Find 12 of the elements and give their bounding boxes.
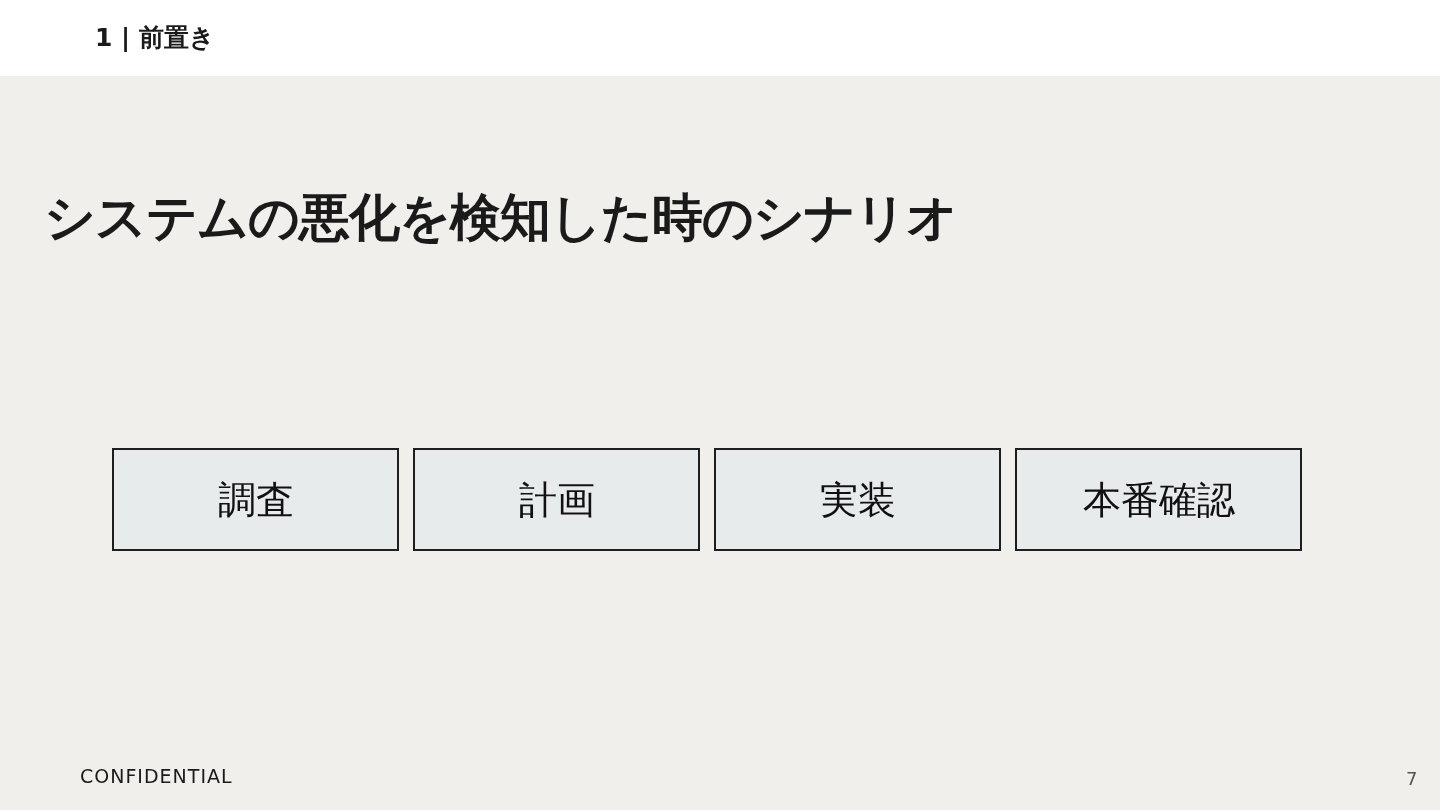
step-label: 実装 — [819, 480, 896, 519]
process-box — [112, 448, 399, 551]
confidential-note: CONFIDENTIAL — [80, 767, 233, 786]
page-number: 7 — [1406, 770, 1418, 788]
step-label: 本番確認 — [1082, 480, 1235, 519]
step-label: 計画 — [518, 480, 595, 519]
section-heading: 1 | 前置き — [95, 25, 215, 50]
process-box — [714, 448, 1001, 551]
slide-title: システムの悪化を検知した時のシナリオ — [44, 190, 957, 247]
process-box — [1015, 448, 1302, 551]
process-box — [413, 448, 700, 551]
step-label: 調査 — [217, 480, 294, 519]
